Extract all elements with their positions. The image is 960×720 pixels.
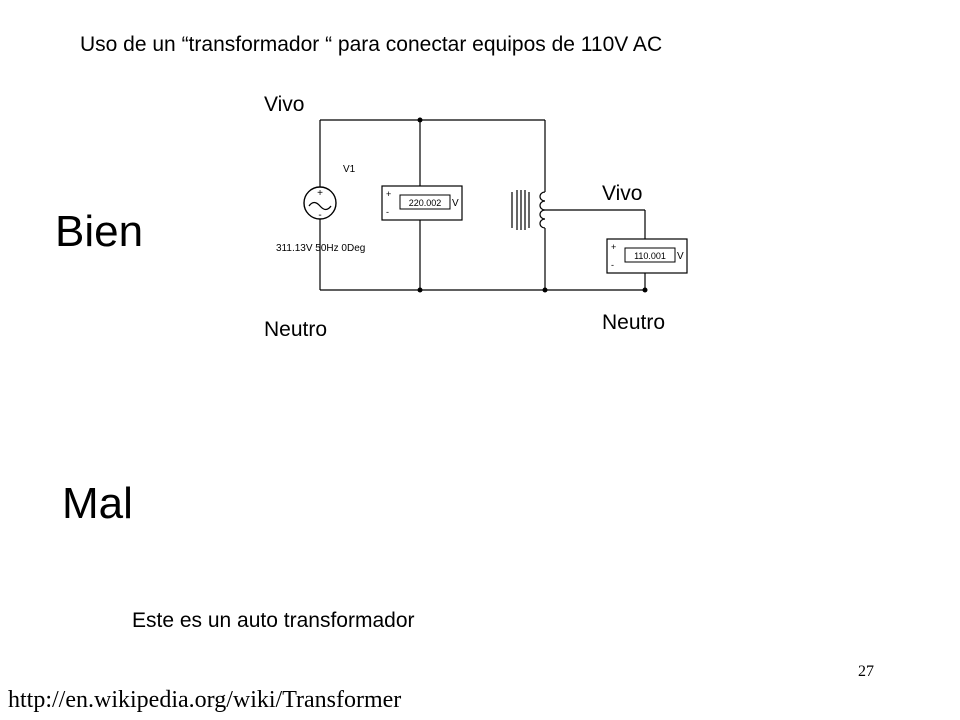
source-spec: 311.13V 50Hz 0Deg (276, 243, 365, 254)
secondary-neutral-label: Neutro (602, 311, 666, 334)
primary-live-label: Vivo (264, 93, 305, 116)
mal-heading: Mal (62, 479, 133, 528)
primary-neutral-label: Neutro (264, 318, 328, 341)
voltmeter-2: + - 110.001 V (606, 238, 688, 274)
voltmeter-1: + - 220.002 V (381, 185, 463, 221)
svg-text:+: + (317, 188, 323, 199)
svg-text:+: + (386, 189, 391, 199)
page-number: 27 (858, 663, 874, 680)
transformer-icon (511, 190, 546, 230)
svg-text:+: + (611, 242, 616, 252)
voltmeter-2-reading: 110.001 (634, 251, 666, 261)
source-link[interactable]: http://en.wikipedia.org/wiki/Transformer (8, 687, 402, 713)
svg-text:-: - (318, 210, 321, 221)
voltmeter-1-reading: 220.002 (409, 198, 442, 208)
secondary-live-label: Vivo (602, 182, 643, 205)
voltmeter-2-unit: V (677, 251, 684, 262)
voltmeter-1-unit: V (452, 198, 459, 209)
svg-text:-: - (611, 260, 614, 270)
ac-source-icon: + - (303, 186, 337, 221)
svg-text:-: - (386, 207, 389, 217)
junction-dots (417, 117, 648, 293)
circuit-wires (319, 119, 646, 291)
source-name: V1 (343, 164, 356, 175)
bien-heading: Bien (55, 207, 144, 256)
autotransformer-note: Este es un auto transformador (132, 609, 415, 632)
slide-title: Uso de un “transformador “ para conectar… (80, 33, 663, 56)
